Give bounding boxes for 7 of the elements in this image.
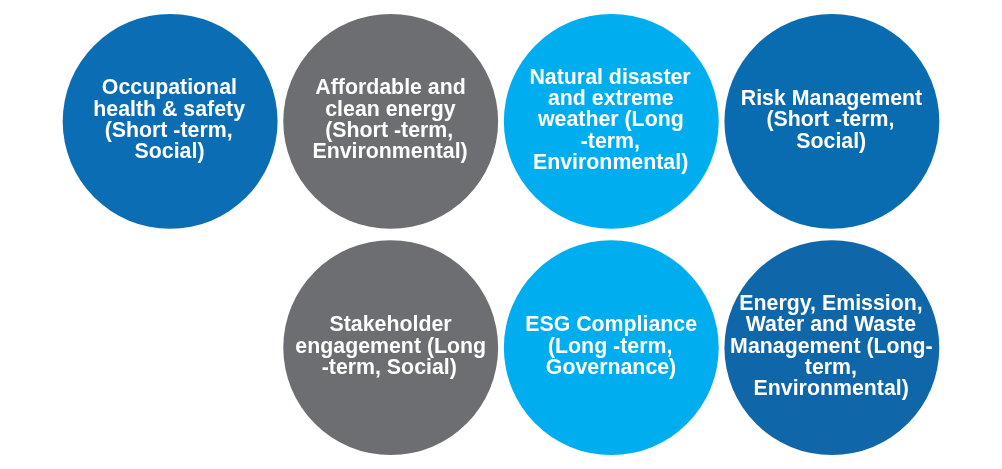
node-circle: Risk Management (Short -term, Social) [724, 13, 940, 229]
node-circle: Affordable and clean energy (Short -term, Environmental) [283, 13, 499, 229]
node-circle: Stakeholder engagement (Long -term, Social) [283, 240, 499, 456]
node-circle: Occupational health & safety (Short -term, Social) [62, 13, 278, 229]
node-circle: Natural disaster and extreme weather (Long -term, Environmental) [503, 13, 719, 229]
node-circle: Energy, Emission, Water and Waste Management (Long-term, Environmental) [724, 240, 940, 456]
node-circle: ESG Compliance (Long -term, Governance) [503, 240, 719, 456]
